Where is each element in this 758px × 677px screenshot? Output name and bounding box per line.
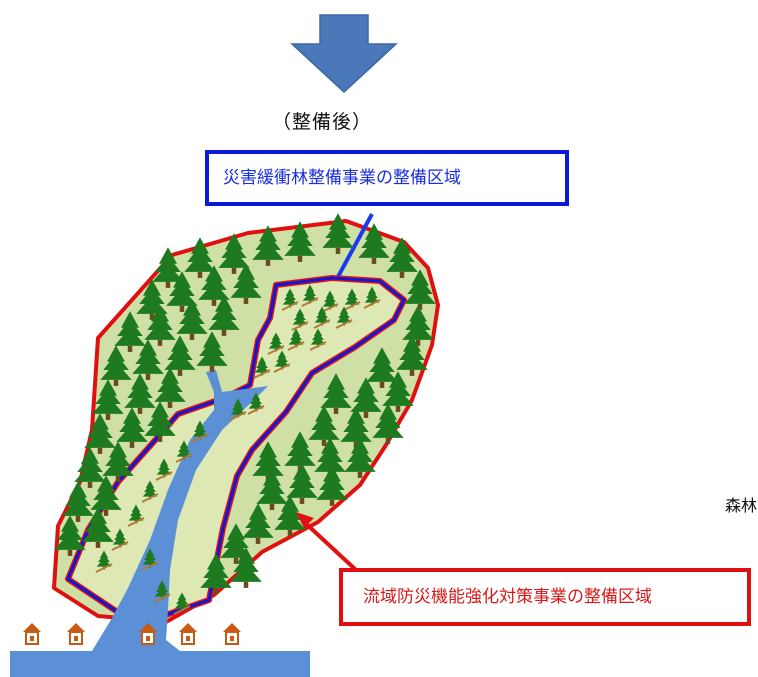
tree-icon xyxy=(284,221,316,262)
disaster-mitigation-forest-label: 災害緩衝林整備事業の整備区域 xyxy=(205,150,569,206)
river-icon xyxy=(10,370,310,677)
tree-icon xyxy=(54,515,86,556)
tree-icon xyxy=(166,271,198,312)
tree-icon xyxy=(128,504,144,524)
tree-icon xyxy=(116,407,148,448)
tree-icon xyxy=(196,331,228,372)
tree-icon xyxy=(286,463,318,504)
tree-icon xyxy=(340,407,372,448)
tree-icon xyxy=(322,290,338,310)
tree-icon xyxy=(62,481,94,522)
red-callout-line xyxy=(300,518,358,572)
watershed-disaster-prevention-text: 流域防災機能強化対策事業の整備区域 xyxy=(363,587,652,607)
tree-icon xyxy=(90,475,122,516)
tree-icon xyxy=(176,440,192,460)
tree-icon xyxy=(358,223,390,264)
tree-icon xyxy=(84,413,116,454)
house-icon xyxy=(139,623,157,645)
tree-icon xyxy=(344,437,376,478)
tree-icon xyxy=(230,263,262,304)
tree-icon xyxy=(274,495,306,536)
tree-icon xyxy=(248,392,264,412)
tree-icon xyxy=(396,335,428,376)
tree-icon xyxy=(254,356,270,376)
tree-icon xyxy=(336,306,352,326)
tree-icon xyxy=(144,305,176,346)
house-group xyxy=(23,623,241,645)
tree-icon xyxy=(114,311,146,352)
tree-icon xyxy=(288,328,304,348)
tree-icon xyxy=(252,225,284,266)
tree-icon xyxy=(366,347,398,388)
tree-icon xyxy=(100,345,132,386)
house-icon xyxy=(223,623,241,645)
tree-icon xyxy=(274,350,290,370)
tree-icon xyxy=(320,373,352,414)
tree-icon xyxy=(200,553,232,594)
tree-icon xyxy=(256,469,288,510)
tree-icon xyxy=(308,405,340,446)
tree-icon xyxy=(208,295,240,336)
tree-icon xyxy=(96,550,112,570)
tree-icon xyxy=(74,447,106,488)
tree-icon xyxy=(364,286,380,306)
tree-icon xyxy=(382,371,414,412)
tree-icon xyxy=(198,265,230,306)
tree-icon xyxy=(132,339,164,380)
tree-icon xyxy=(230,398,246,418)
tree-icon xyxy=(230,547,262,588)
after-maintenance-heading: （整備後） xyxy=(272,111,373,133)
tree-icon xyxy=(164,335,196,376)
tree-icon xyxy=(322,213,354,254)
tree-icon xyxy=(402,305,434,346)
tree-icon xyxy=(144,401,176,442)
tree-icon xyxy=(218,233,250,274)
red-callout-arrowhead xyxy=(296,512,314,528)
down-arrow-icon xyxy=(290,14,398,94)
tree-icon xyxy=(124,373,156,414)
house-icon xyxy=(179,623,197,645)
tree-icon xyxy=(316,465,348,506)
tree-icon xyxy=(350,377,382,418)
disaster-mitigation-forest-text: 災害緩衝林整備事業の整備区域 xyxy=(223,168,461,188)
tree-icon xyxy=(404,269,436,310)
house-icon xyxy=(23,623,41,645)
tree-icon xyxy=(154,580,170,600)
tree-icon xyxy=(154,367,186,408)
watershed-disaster-prevention-label: 流域防災機能強化対策事業の整備区域 xyxy=(339,568,751,626)
tree-icon xyxy=(92,379,124,420)
tree-icon xyxy=(372,403,404,444)
tree-icon xyxy=(386,237,418,278)
tree-icon xyxy=(82,507,114,548)
tree-icon xyxy=(152,247,184,288)
tree-icon xyxy=(268,332,284,352)
tree-icon xyxy=(102,441,134,482)
truncated-label: 森林 xyxy=(725,496,758,515)
tree-icon xyxy=(184,237,216,278)
tree-icon xyxy=(176,299,208,340)
house-icon xyxy=(67,623,85,645)
tree-icon xyxy=(242,503,274,544)
tree-group xyxy=(54,213,436,615)
